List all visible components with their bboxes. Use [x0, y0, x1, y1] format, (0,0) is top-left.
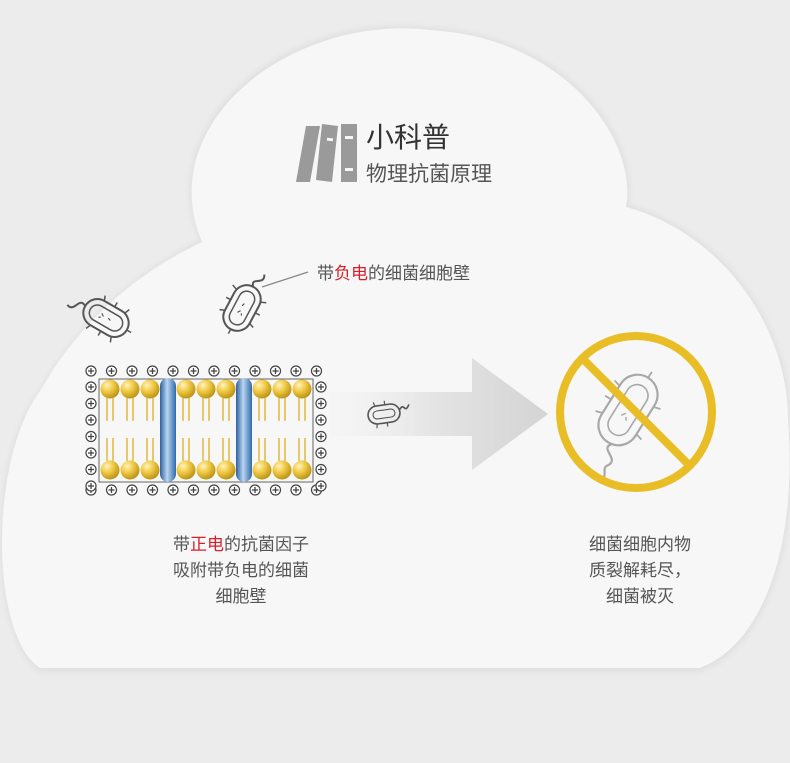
caption-line: 质裂解耗尽，: [589, 561, 691, 581]
page-title: 小科普: [366, 121, 451, 154]
lipid-head-bead: [120, 460, 140, 480]
caption-prefix: 带: [173, 535, 190, 555]
lipid-head-bead: [100, 460, 120, 480]
callout-leader-line: [261, 271, 309, 288]
ion-channel: [236, 378, 252, 482]
lipid-head-bead: [292, 460, 312, 480]
cloud-background: [0, 26, 790, 672]
books-icon: [296, 124, 357, 182]
bacterium-icon: [219, 274, 267, 334]
antibacterial-factor-caption: 带正电的抗菌因子 吸附带负电的细菌 细胞壁: [106, 532, 376, 610]
lipid-head-bead: [292, 379, 312, 399]
lipid-head-bead: [272, 379, 292, 399]
small-bacterium-icon: [367, 400, 410, 429]
bacterium-icon: [66, 295, 132, 343]
lipid-head-bead: [216, 460, 236, 480]
lipid-head-bead: [120, 379, 140, 399]
membrane-frame: [98, 378, 314, 483]
lipid-head-bead: [252, 460, 272, 480]
caption-line: 细菌细胞内物: [589, 535, 691, 555]
lipid-head-bead: [216, 379, 236, 399]
callout-prefix: 带: [317, 264, 334, 284]
cell-membrane-diagram: [85, 365, 327, 496]
negative-cell-wall-callout: 带负电的细菌细胞壁: [317, 259, 470, 284]
lipid-head-bead: [100, 379, 120, 399]
lipid-head-bead: [252, 379, 272, 399]
lipid-head-bead: [196, 379, 216, 399]
caption-line: 细菌被灭: [606, 587, 674, 607]
process-arrow: [330, 358, 548, 470]
caption-highlight: 正电: [190, 535, 224, 555]
prohibit-slash-icon: [579, 355, 693, 469]
caption-suffix: 的抗菌因子: [224, 535, 309, 555]
lipid-head-bead: [272, 460, 292, 480]
callout-suffix: 的细菌细胞壁: [368, 264, 470, 284]
bacteria-destroyed-caption: 细菌细胞内物 质裂解耗尽， 细菌被灭: [520, 532, 760, 610]
prohibit-circle-icon: [556, 332, 716, 492]
lipid-head-bead: [176, 460, 196, 480]
lipid-head-bead: [140, 379, 160, 399]
lipid-head-bead: [140, 460, 160, 480]
page-subtitle: 物理抗菌原理: [366, 162, 492, 186]
ion-channel: [160, 378, 176, 482]
caption-line: 带正电的抗菌因子: [106, 532, 376, 558]
lipid-head-bead: [176, 379, 196, 399]
caption-line: 细胞壁: [215, 587, 267, 607]
caption-line: 吸附带负电的细菌: [173, 561, 309, 581]
destroyed-bacterium-icon: [556, 332, 716, 492]
callout-highlight: 负电: [334, 264, 368, 284]
lipid-head-bead: [196, 460, 216, 480]
